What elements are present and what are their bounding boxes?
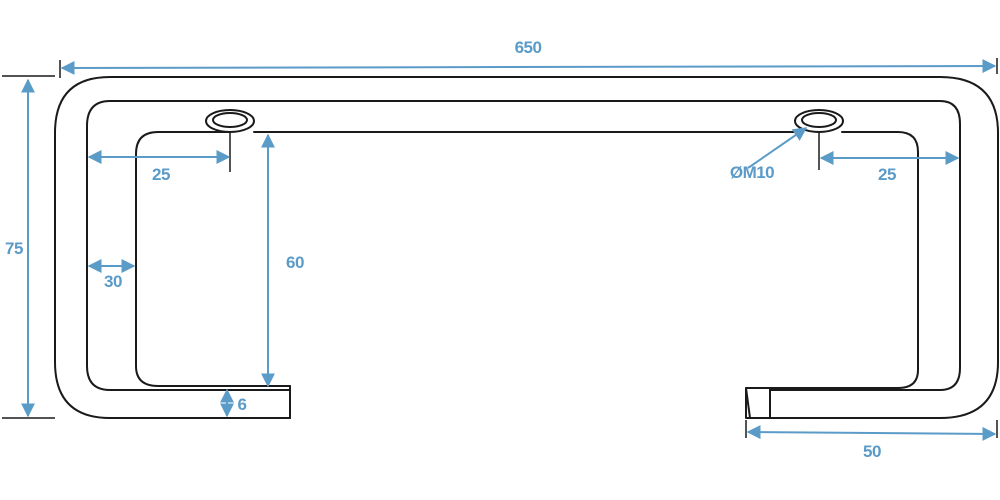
- label-end-thickness: 6: [238, 395, 247, 414]
- label-right-flange: 50: [863, 442, 881, 461]
- bracket-outline: [54, 76, 999, 419]
- middle-contour: [86, 100, 961, 391]
- label-hole-offset-left: 25: [152, 165, 170, 184]
- label-wall-thickness: 30: [104, 272, 122, 291]
- label-hole-offset-right: 25: [878, 165, 896, 184]
- right-end-cap: [745, 387, 771, 419]
- right-end-slant: [745, 387, 751, 419]
- label-overall-height: 75: [5, 239, 23, 258]
- label-inner-height: 60: [286, 253, 304, 272]
- outer-contour: [54, 76, 999, 419]
- extension-lines: [2, 58, 998, 438]
- inner-contour-right: [769, 131, 919, 389]
- dimension-lines: [21, 59, 997, 441]
- left-hole-inner: [212, 112, 248, 128]
- label-overall-length: 650: [515, 38, 542, 57]
- label-hole-callout: ØM10: [730, 163, 774, 182]
- inner-contour: [135, 131, 291, 387]
- dimension-labels: 650 75 60 25 25 30 6 50 ØM10: [5, 38, 896, 461]
- dim-overall-length-line: [60, 59, 997, 75]
- right-hole-inner: [801, 112, 837, 128]
- dim-right-flange-line: [746, 425, 997, 441]
- dim-hole-callout-leader: [747, 127, 808, 169]
